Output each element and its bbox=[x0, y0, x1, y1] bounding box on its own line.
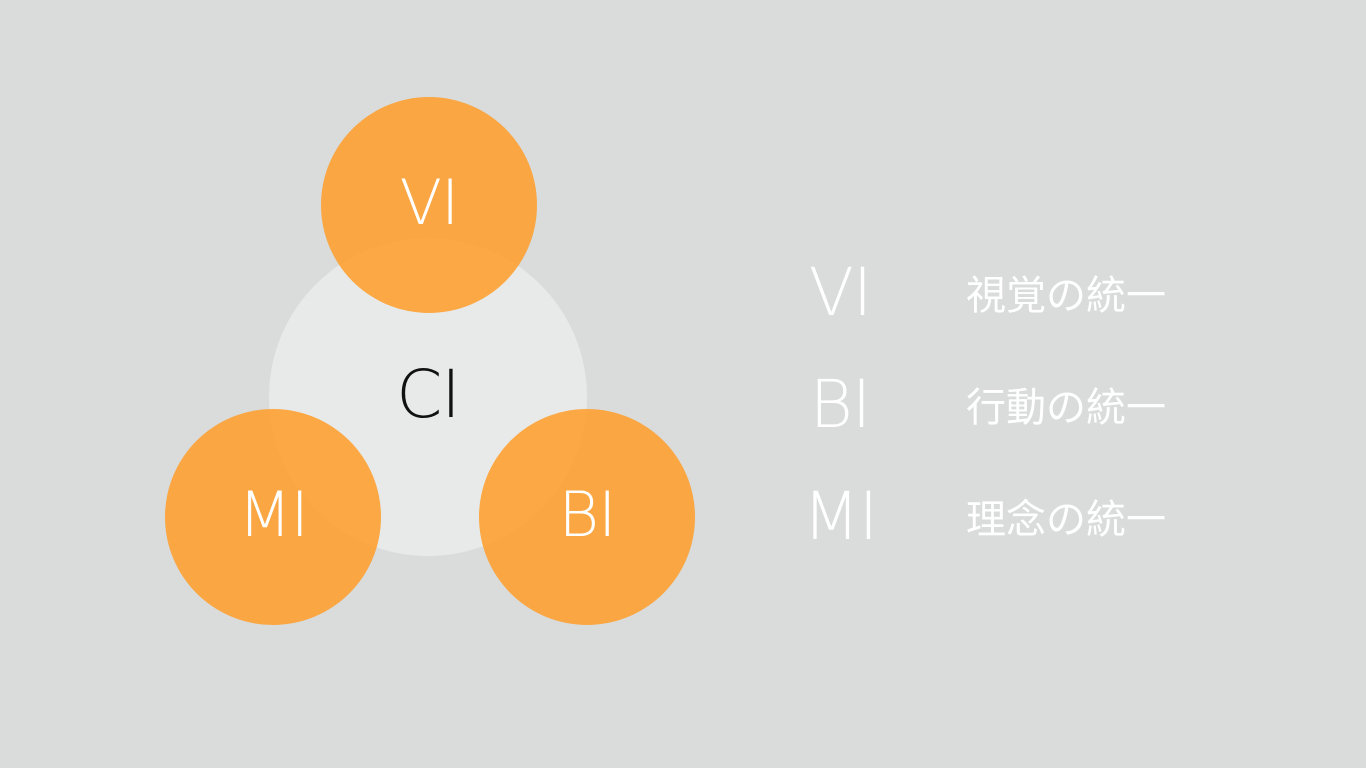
legend-description: 理念の統一 bbox=[966, 497, 1166, 543]
bi-label: BI bbox=[558, 478, 617, 551]
legend-row-mi: MI 理念の統一 bbox=[790, 460, 1230, 572]
legend-abbr: BI bbox=[809, 365, 872, 443]
legend-abbr: MI bbox=[802, 477, 878, 555]
mi-label: MI bbox=[238, 478, 309, 551]
legend-row-vi: VI 視覚の統一 bbox=[790, 236, 1230, 348]
legend-abbr: VI bbox=[808, 253, 873, 331]
bi-circle: BI bbox=[479, 409, 695, 625]
legend-row-bi: BI 行動の統一 bbox=[790, 348, 1230, 460]
legend: VI 視覚の統一 BI 行動の統一 MI 理念の統一 bbox=[790, 236, 1230, 572]
legend-description: 視覚の統一 bbox=[966, 273, 1166, 319]
mi-circle: MI bbox=[165, 409, 381, 625]
vi-circle: VI bbox=[321, 97, 537, 313]
legend-description: 行動の統一 bbox=[966, 385, 1166, 431]
ci-label: CI bbox=[396, 356, 461, 433]
vi-label: VI bbox=[399, 166, 460, 239]
